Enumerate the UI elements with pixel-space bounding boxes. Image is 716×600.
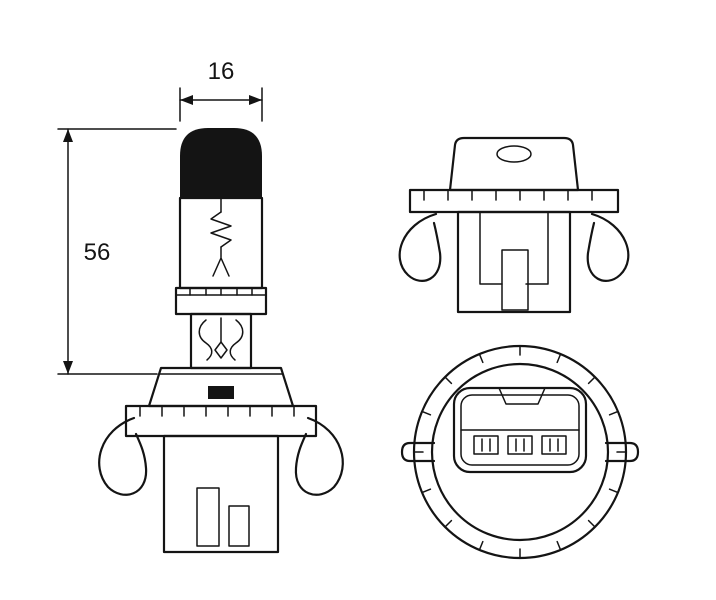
flange-plate-side-outline (408, 188, 620, 214)
filament-assembly (210, 197, 232, 277)
terminal-blade-hatch (549, 438, 559, 452)
collar-ticks (189, 287, 253, 296)
socket-outer-outline (452, 386, 588, 474)
flange-notch-ticks (413, 345, 627, 559)
base-cup (448, 136, 580, 192)
filament-supports (212, 246, 230, 277)
terminal-blade-hatch (515, 438, 525, 452)
rear-view (400, 344, 640, 560)
cup-window (496, 145, 532, 163)
retaining-spring-side-left (398, 212, 442, 282)
retaining-spring-left (98, 416, 148, 496)
width-dimension: 16 (179, 58, 263, 122)
metal-collar (174, 286, 268, 316)
flange-skirt (147, 366, 295, 408)
filament-coil (210, 211, 232, 248)
socket-keyway (498, 387, 546, 405)
index-tab-right (604, 441, 640, 463)
connector-body-outline (162, 434, 280, 554)
contact-curl-right (229, 319, 244, 361)
terminal-blade-1 (473, 435, 499, 455)
keying-block (208, 386, 234, 399)
height-dimension-label: 56 (84, 239, 111, 266)
width-dimension-label: 16 (208, 58, 235, 85)
flange-plate-outline (124, 404, 318, 438)
terminal-blade-hatch (481, 438, 491, 452)
connector-socket-rear (452, 386, 588, 474)
front-view: 16 56 (57, 58, 344, 554)
terminal-slot-2 (228, 505, 250, 547)
connector-side-terminal (501, 249, 529, 311)
flange-plate-side-ticks (423, 189, 593, 201)
center-pin-tip (214, 341, 228, 359)
terminal-blade-outline (541, 435, 567, 455)
retaining-spring-side-right (586, 212, 630, 282)
connector-side-inner-lines (479, 211, 549, 285)
height-extension-lines (57, 128, 177, 375)
flange-plate (124, 404, 318, 438)
flange-inner-circle (430, 362, 610, 542)
retaining-spring-right (294, 416, 344, 496)
terminal-slot-1 (196, 487, 220, 547)
terminal-blade-2 (507, 435, 533, 455)
terminal-blade-outline (473, 435, 499, 455)
connector-body-side (456, 210, 572, 314)
side-view (398, 136, 630, 314)
height-dimension: 56 (57, 128, 177, 375)
contact-curl-left (198, 319, 213, 361)
flange-plate-ticks (139, 405, 295, 417)
width-extension-lines (179, 87, 263, 122)
base-mid-section (189, 312, 253, 370)
connector-body-side-outline (456, 210, 572, 314)
bulb-black-cap (180, 128, 262, 198)
index-tab-left (400, 441, 436, 463)
connector-body-front (162, 434, 280, 554)
terminal-blade-3 (541, 435, 567, 455)
flange-plate-side (408, 188, 620, 214)
base-cup-outline (448, 136, 580, 192)
terminal-blade-outline (507, 435, 533, 455)
